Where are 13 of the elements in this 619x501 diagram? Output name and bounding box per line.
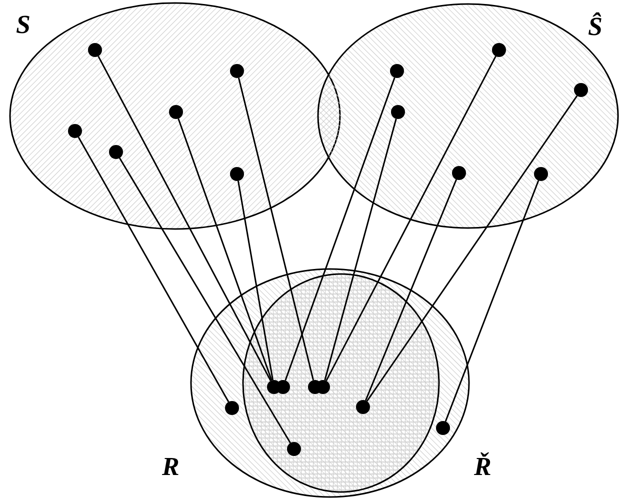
connecting-line [98,56,272,382]
set-label: R [162,452,180,482]
connecting-line [118,158,292,444]
connecting-line [366,95,578,402]
set-label: S [16,10,30,40]
set-label: Ŝ [588,12,602,42]
connecting-line [326,56,496,382]
connecting-line [324,118,397,380]
connecting-line [238,78,314,380]
connecting-line [364,179,458,401]
connecting-line [284,77,396,381]
connecting-line [178,118,272,381]
set-label: Ř [474,452,492,482]
